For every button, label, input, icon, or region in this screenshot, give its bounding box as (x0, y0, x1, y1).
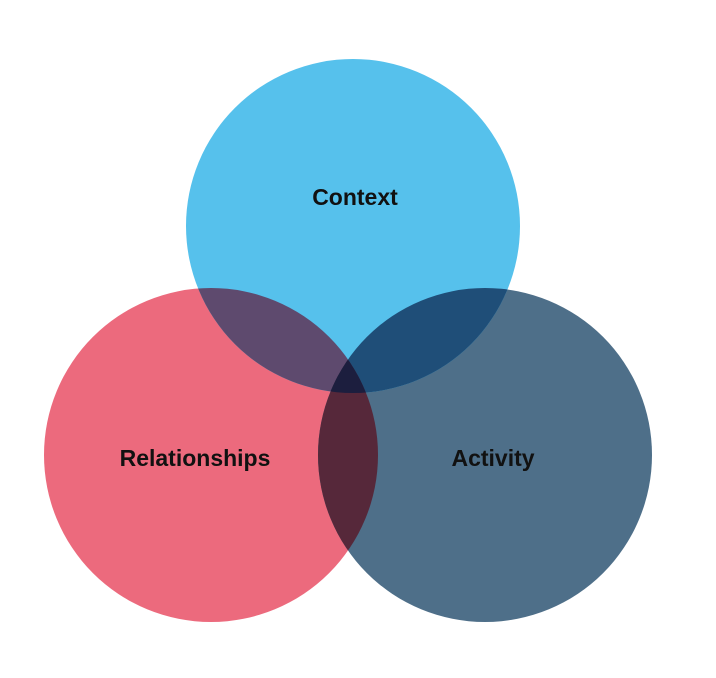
relationships-label: Relationships (120, 445, 271, 471)
context-relationships-overlap (186, 288, 378, 393)
activity-label: Activity (451, 445, 534, 471)
context-activity-overlap (318, 288, 520, 393)
context-label: Context (312, 184, 398, 210)
